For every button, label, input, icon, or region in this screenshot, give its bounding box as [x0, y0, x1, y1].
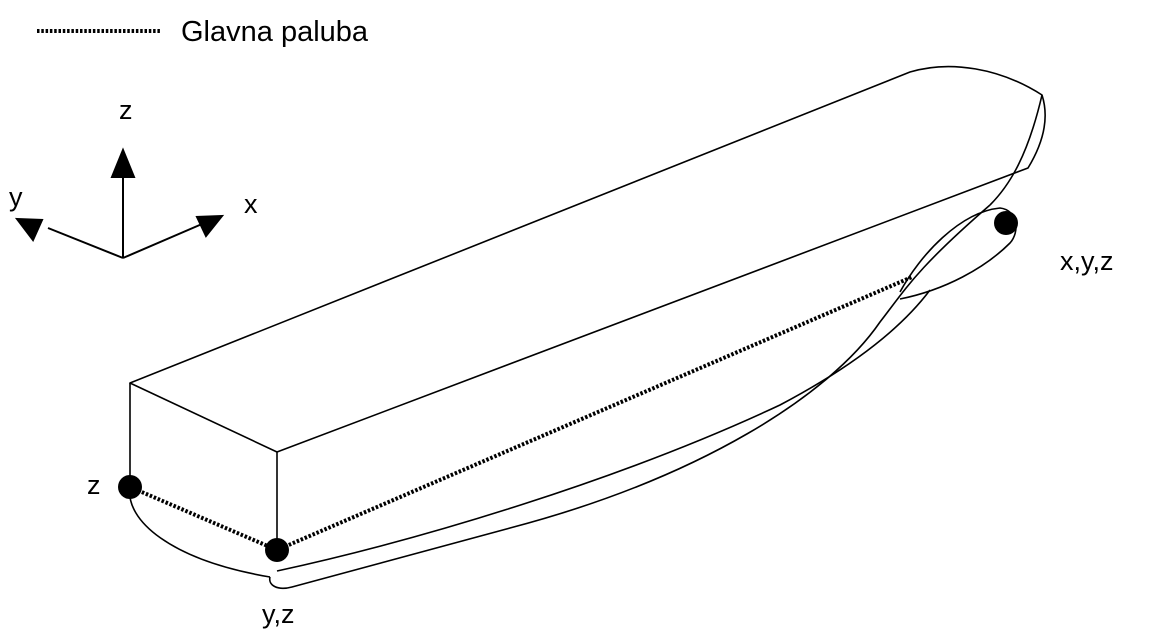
hull-bow-flare [989, 94, 1043, 206]
y-axis-arrowhead [14, 217, 44, 242]
stern-deck-point-label: z [87, 470, 101, 500]
hull-keel-bottom [268, 204, 991, 590]
x-axis-line [122, 223, 203, 259]
main-deck-stern-segment [129, 485, 278, 552]
stern-keel-point [265, 538, 289, 562]
y-axis-label: y [9, 182, 23, 212]
bow-point-label: x,y,z [1060, 246, 1114, 276]
coordinate-axes [14, 147, 225, 259]
hull-deck-outline [129, 65, 1046, 453]
main-deck-side-segment [276, 275, 913, 552]
z-axis-arrowhead [110, 147, 136, 178]
legend: Glavna paluba [37, 16, 369, 48]
hull-keel-inner [276, 289, 931, 572]
y-axis-line [47, 227, 124, 259]
x-axis-arrowhead [195, 214, 225, 238]
constraint-points [118, 211, 1018, 562]
ship-hull [128, 65, 1046, 590]
hull-stern-bottom-curve [128, 486, 271, 578]
legend-label: Glavna paluba [181, 16, 369, 48]
main-deck-line [129, 275, 913, 552]
stern-deck-point [118, 475, 142, 499]
x-axis-label: x [244, 189, 258, 219]
stern-keel-point-label: y,z [262, 599, 295, 629]
bow-point [994, 211, 1018, 235]
z-axis-label: z [119, 95, 133, 125]
